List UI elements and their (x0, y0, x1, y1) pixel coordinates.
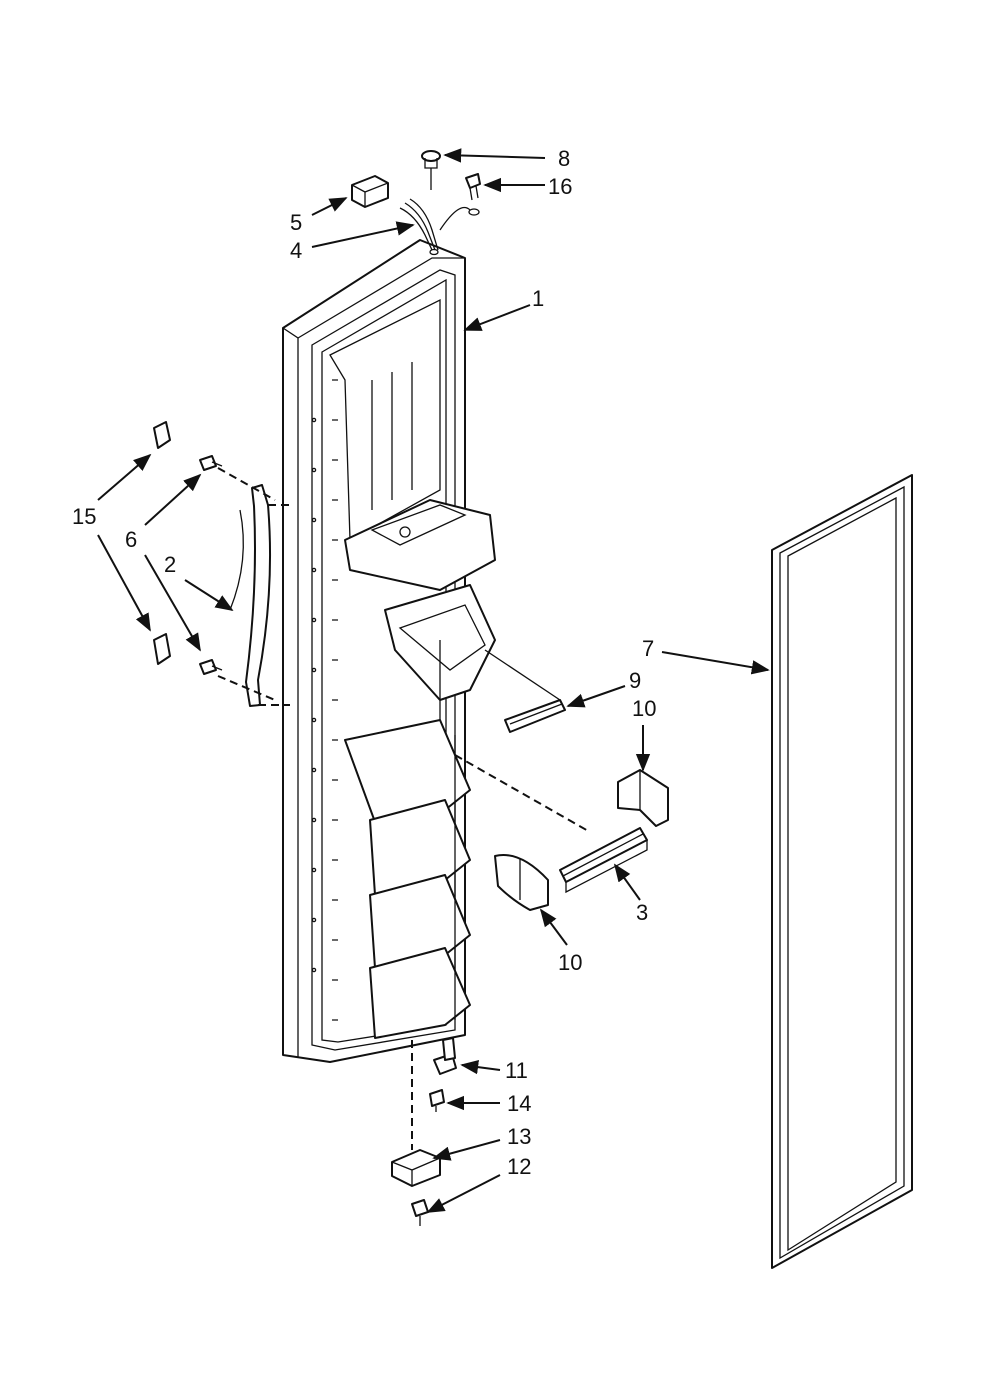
callout-10-lower: 10 (558, 950, 582, 975)
shelf-end-clip-left (494, 854, 549, 911)
bottom-hinge (391, 1149, 441, 1187)
callout-labels: 8 16 5 4 1 15 6 2 7 9 10 3 10 11 14 13 1… (72, 146, 656, 1179)
leader-lines (97, 148, 770, 1213)
wire-harness (399, 198, 480, 256)
plug-button (421, 150, 441, 190)
hinge-screw (411, 1199, 429, 1226)
handle-screw-bottom (199, 659, 223, 675)
callout-10-upper: 10 (632, 696, 656, 721)
callout-12: 12 (507, 1154, 531, 1179)
callout-4: 4 (290, 238, 302, 263)
shelf-trim-rail (559, 827, 648, 894)
callout-5: 5 (290, 210, 302, 235)
callout-14: 14 (507, 1091, 531, 1116)
ground-screw (465, 173, 481, 201)
callout-2: 2 (164, 552, 176, 577)
handle-cap-bottom (153, 633, 171, 665)
callout-16: 16 (548, 174, 572, 199)
shelf-end-clip-right (617, 769, 669, 827)
callout-15: 15 (72, 504, 96, 529)
callout-9: 9 (629, 668, 641, 693)
callout-6: 6 (125, 527, 137, 552)
callout-3: 3 (636, 900, 648, 925)
wire-connector-block (351, 175, 389, 208)
callout-8: 8 (558, 146, 570, 171)
trim-guide-line (484, 649, 561, 701)
hinge-pin-bushing (433, 1037, 457, 1075)
handle-screw-top (199, 455, 223, 471)
door-handle (217, 467, 290, 707)
callout-11: 11 (505, 1058, 528, 1083)
trim-dashed-guide (454, 754, 591, 833)
callout-13: 13 (507, 1124, 531, 1149)
door-gasket (771, 474, 913, 1269)
upper-trim-strip (504, 699, 566, 733)
callout-7: 7 (642, 636, 654, 661)
handle-cap-top (153, 421, 171, 449)
hinge-shim-screw (429, 1089, 445, 1112)
door-panel (282, 239, 496, 1063)
callout-1: 1 (532, 286, 544, 311)
